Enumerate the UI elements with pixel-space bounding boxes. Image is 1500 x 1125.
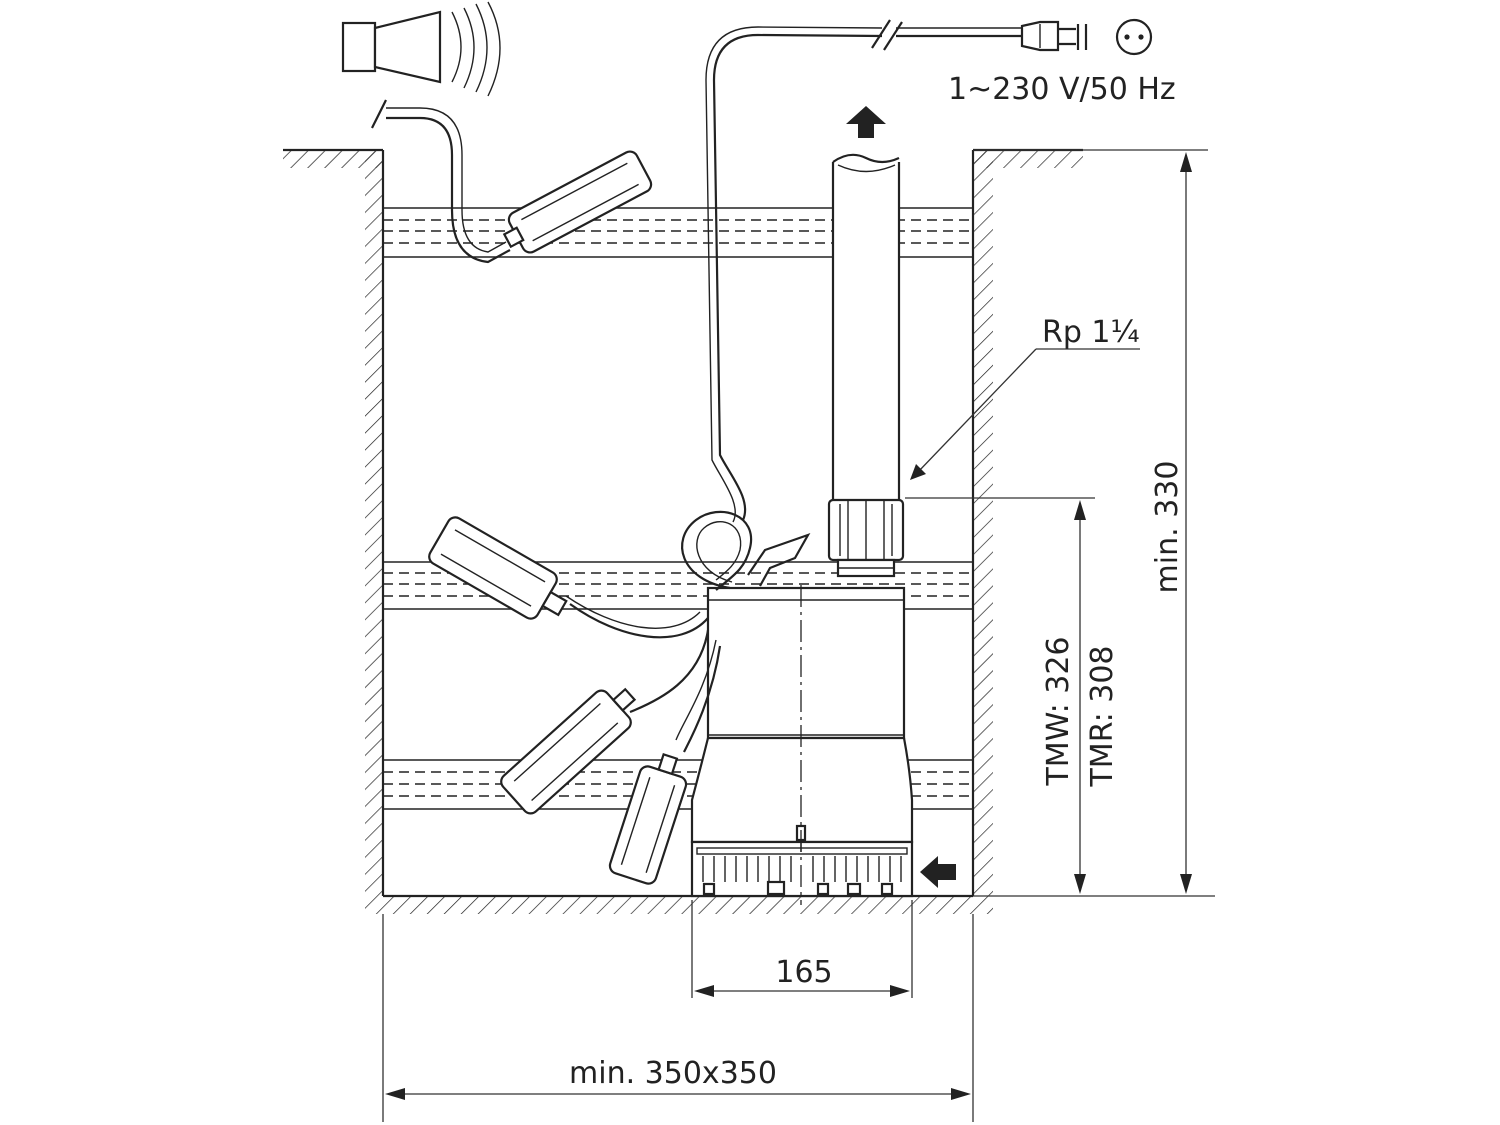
float-switch-icon xyxy=(608,752,688,885)
arrow-up-icon xyxy=(846,106,886,138)
power-cable xyxy=(705,19,1022,523)
thread-leader xyxy=(910,348,1140,480)
min-height-label: min. 330 xyxy=(1150,461,1185,594)
alarm-horn-icon xyxy=(341,1,501,97)
float-switch-icon xyxy=(428,516,568,620)
dimension-switch-level xyxy=(905,497,1095,894)
power-socket-icon xyxy=(1115,18,1153,56)
tmw-label: TMW: 326 xyxy=(1041,636,1076,786)
submersible-pump xyxy=(681,510,914,905)
thread-size-label: Rp 1¼ xyxy=(1042,315,1140,350)
lower-float-cables xyxy=(629,629,722,753)
dimension-pump-width xyxy=(691,900,913,998)
pit-size-label: min. 350x350 xyxy=(569,1056,777,1091)
dimension-height xyxy=(973,149,1215,897)
power-supply-label: 1~230 V/50 Hz xyxy=(948,72,1176,107)
threaded-connector xyxy=(827,498,905,578)
level-float-cable xyxy=(565,595,709,639)
discharge-pipe xyxy=(831,153,901,500)
dimension-pit-size xyxy=(382,914,974,1122)
tmr-label: TMR: 308 xyxy=(1085,645,1120,787)
float-switch-icon xyxy=(500,687,637,815)
arrow-left-icon xyxy=(920,856,956,888)
alarm-float-cable xyxy=(371,99,511,264)
pit-walls xyxy=(283,148,1083,914)
pump-width-label: 165 xyxy=(775,955,832,990)
pump-inlet-strainer xyxy=(702,856,902,896)
float-switch-icon xyxy=(502,150,653,254)
power-plug-icon xyxy=(1020,20,1088,52)
